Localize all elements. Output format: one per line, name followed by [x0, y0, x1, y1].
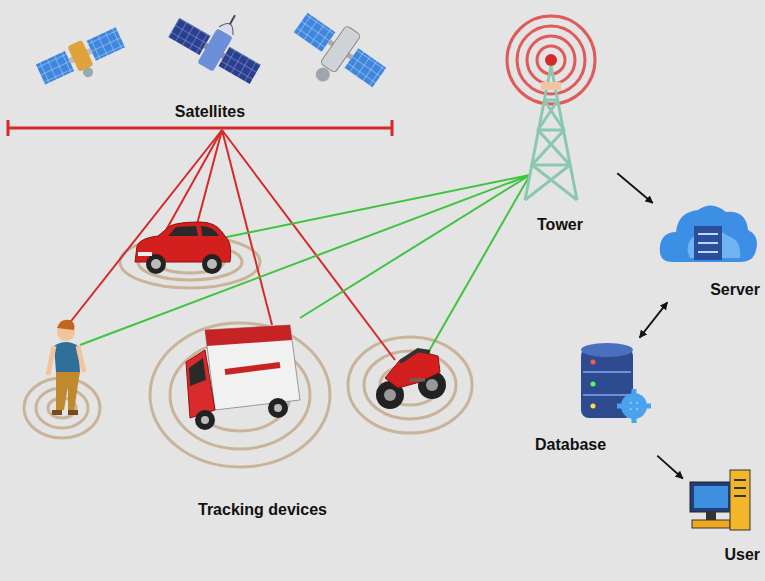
signal-ripples — [24, 236, 472, 467]
computer-icon — [690, 470, 750, 530]
car-icon — [135, 222, 231, 274]
user-node: User — [685, 465, 762, 565]
database-icon — [581, 343, 651, 423]
node-label: Database — [535, 435, 606, 455]
satellite-icon — [279, 3, 393, 108]
flow-arrow — [640, 302, 668, 337]
group-label: Tracking devices — [198, 500, 327, 520]
bracket — [8, 120, 392, 136]
node-label: Tower — [537, 215, 583, 235]
satellite-icon — [35, 25, 130, 96]
server-node: Server — [655, 200, 762, 300]
truck-icon — [186, 325, 300, 430]
motorcycle-icon — [376, 350, 446, 409]
node-label: User — [724, 545, 760, 565]
tower-node: Tower — [505, 15, 615, 235]
satellite-icon — [164, 0, 275, 91]
tower-signal-lines — [80, 175, 530, 358]
flow-arrow — [617, 173, 652, 203]
satellites-group: Satellites — [30, 8, 390, 122]
flow-arrow — [657, 456, 683, 479]
person-icon — [48, 320, 84, 415]
node-label: Satellites — [175, 102, 245, 122]
node-label: Server — [710, 280, 760, 300]
database-node: Database — [530, 340, 655, 455]
tower-icon — [507, 16, 595, 200]
cloud-server-icon — [660, 205, 757, 262]
